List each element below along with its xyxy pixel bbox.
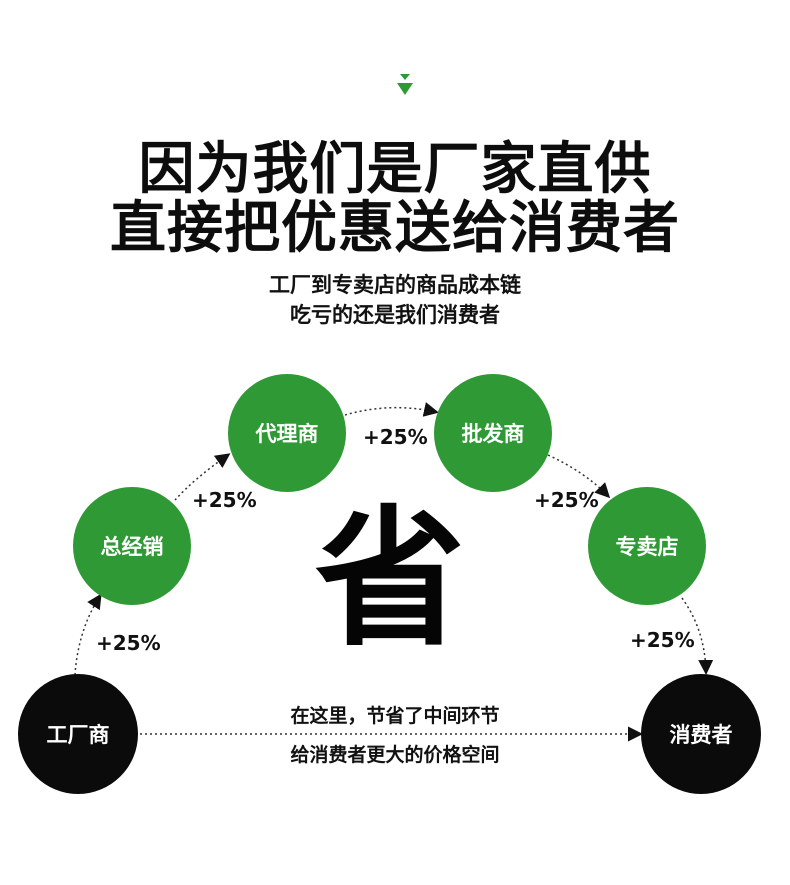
node-consumer-label: 消费者 xyxy=(669,723,733,747)
arrow-agent-wholesaler xyxy=(344,402,439,417)
markup-label: +25% xyxy=(363,425,428,449)
node-factory-label: 工厂商 xyxy=(46,723,110,747)
node-wholesaler-label: 批发商 xyxy=(461,422,525,446)
node-consumer: 消费者 xyxy=(641,674,761,794)
markup-label: +25% xyxy=(630,628,695,652)
node-store: 专卖店 xyxy=(588,487,706,605)
note-line-2: 给消费者更大的价格空间 xyxy=(290,744,500,766)
title-line-2: 直接把优惠送给消费者 xyxy=(110,196,680,261)
subtitle-line-1: 工厂到专卖店的商品成本链 xyxy=(269,273,521,297)
arrow-factory-distributor xyxy=(74,593,102,676)
node-distributor-label: 总经销 xyxy=(100,535,164,559)
node-agent: 代理商 xyxy=(228,374,346,492)
subtitle-line-2: 吃亏的还是我们消费者 xyxy=(290,303,500,327)
node-distributor: 总经销 xyxy=(73,487,191,605)
node-wholesaler: 批发商 xyxy=(434,374,552,492)
arrow-distributor-agent xyxy=(174,453,231,501)
node-factory: 工厂商 xyxy=(18,674,138,794)
title-line-1: 因为我们是厂家直供 xyxy=(138,137,652,202)
down-arrow-icon xyxy=(397,74,413,95)
arrow-wholesaler-store xyxy=(547,454,611,499)
save-character: 省 xyxy=(314,493,465,667)
node-store-label: 专卖店 xyxy=(615,535,679,559)
arrow-store-consumer xyxy=(681,597,714,675)
markup-label: +25% xyxy=(534,488,599,512)
markup-label: +25% xyxy=(192,488,257,512)
markup-label: +25% xyxy=(96,631,161,655)
note-line-1: 在这里，节省了中间环节 xyxy=(290,705,500,727)
node-agent-label: 代理商 xyxy=(255,422,319,446)
